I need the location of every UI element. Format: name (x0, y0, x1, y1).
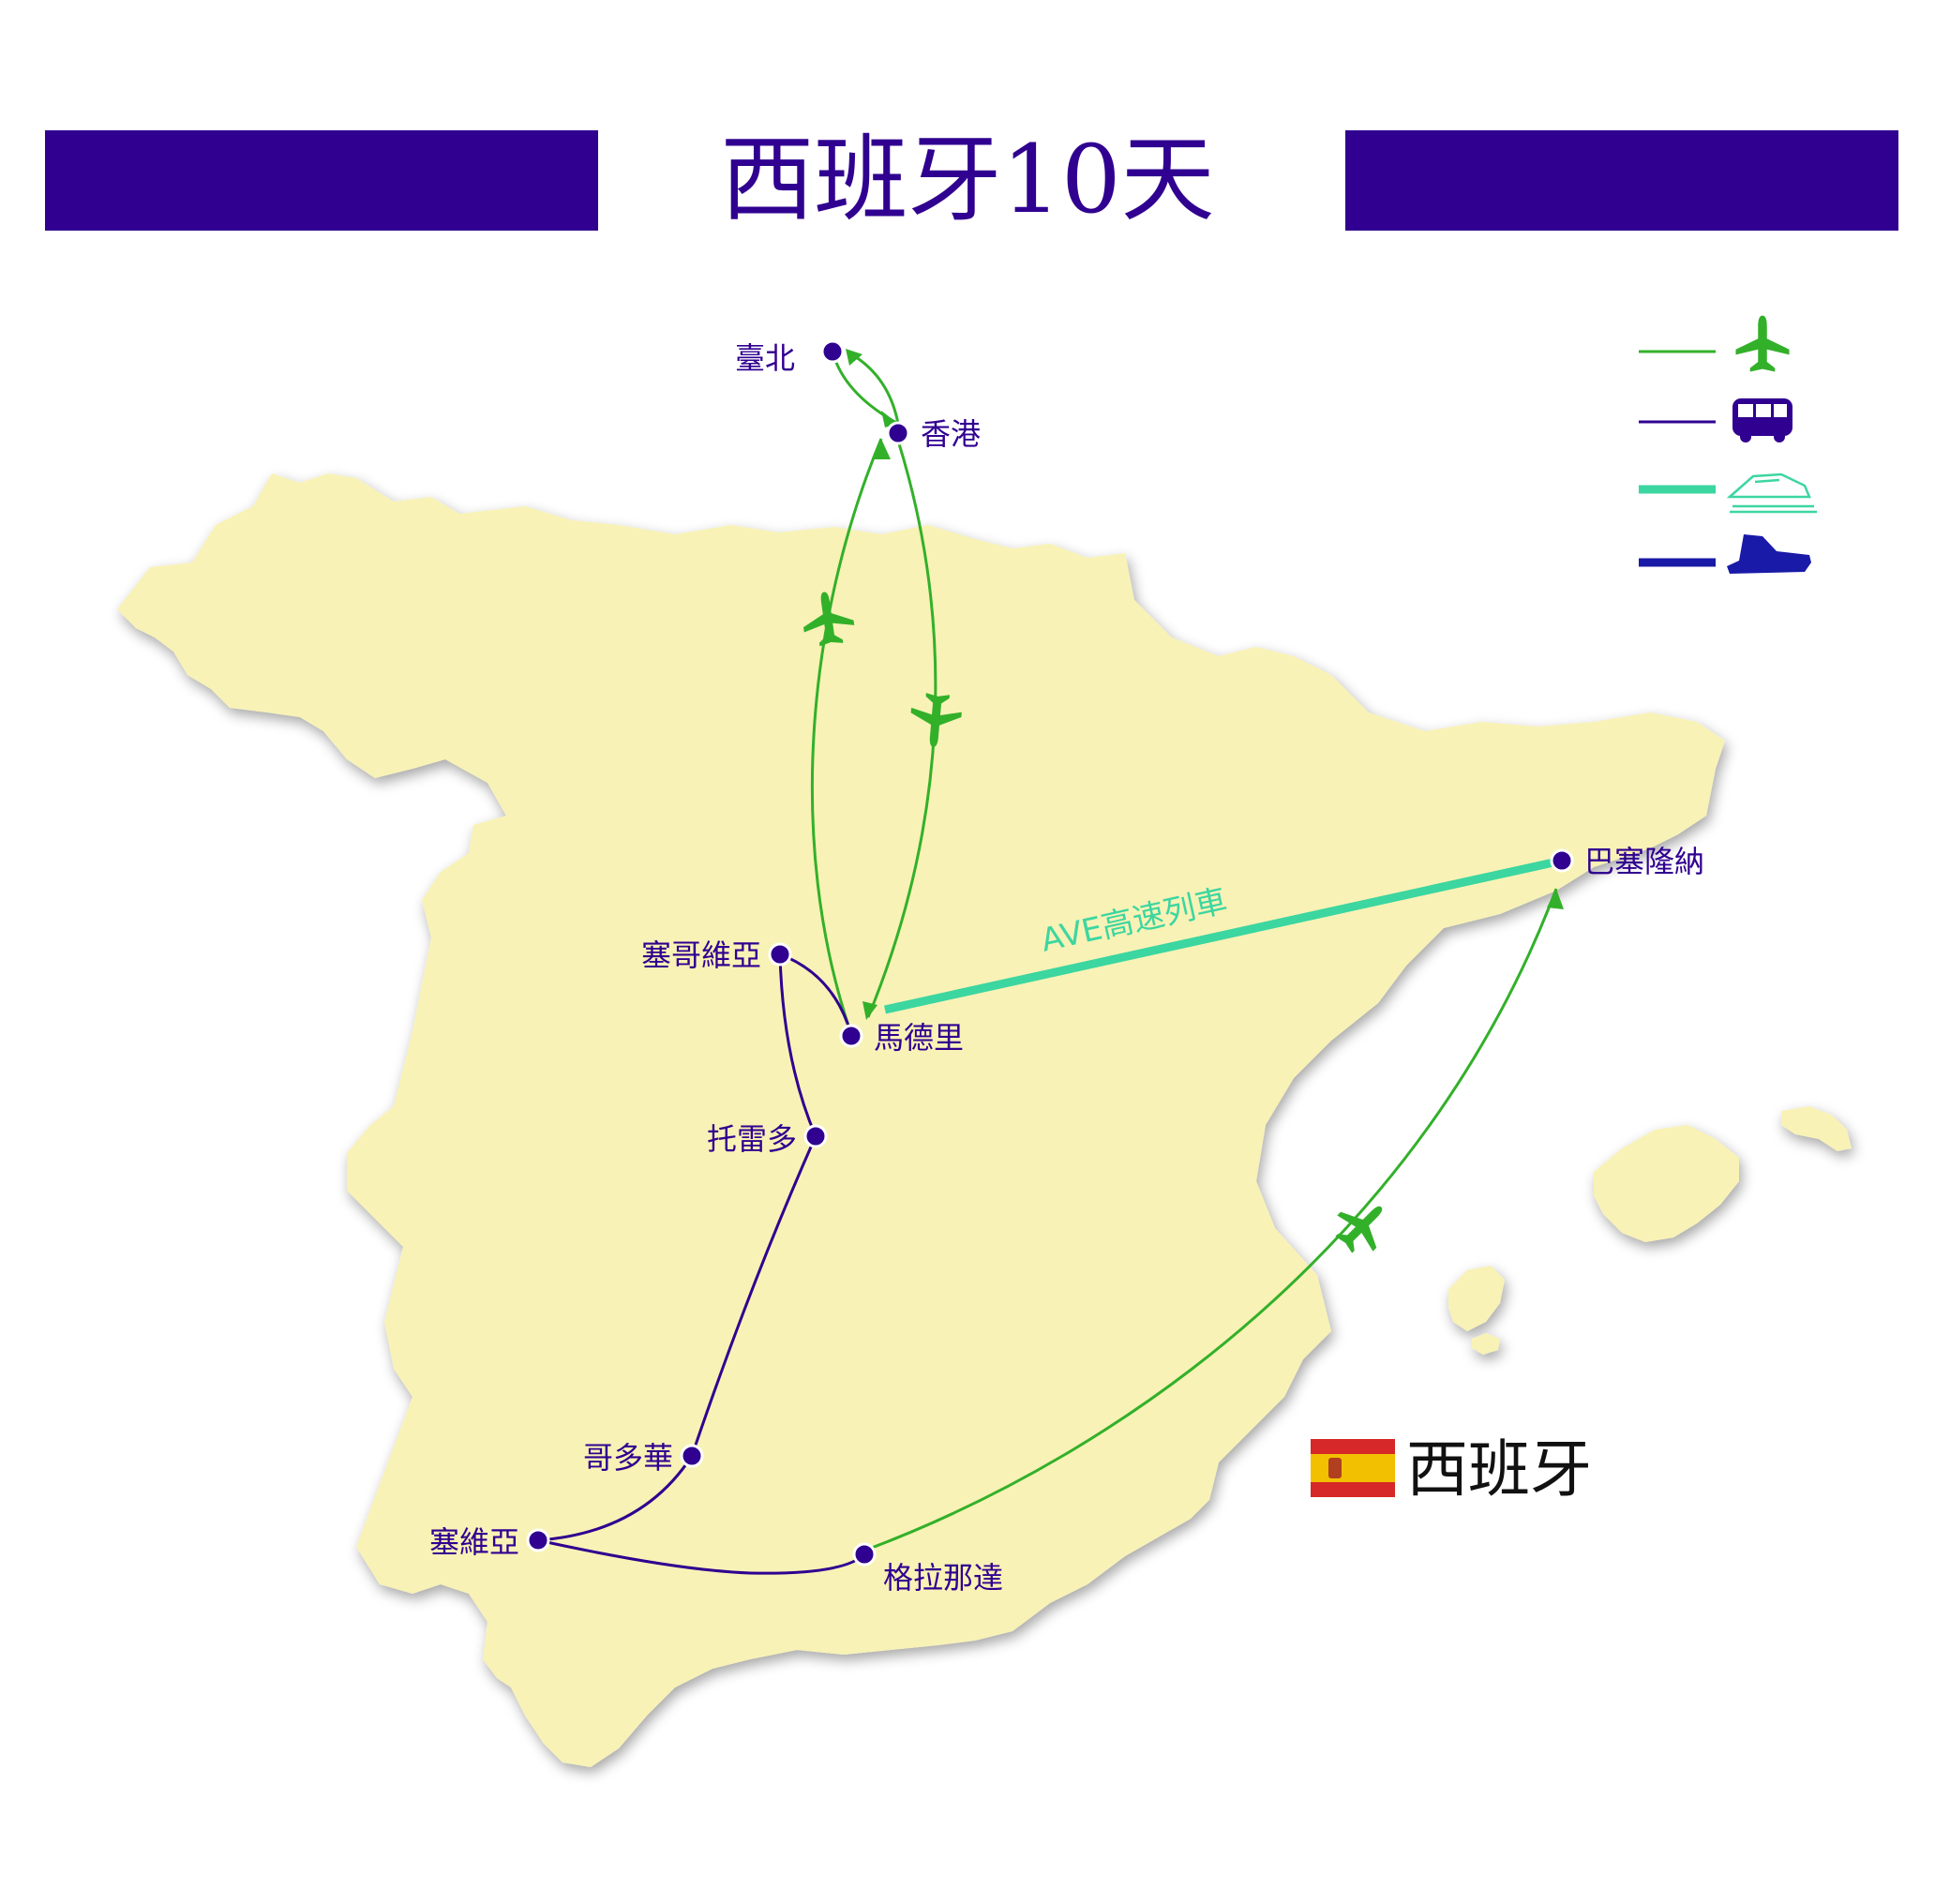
airplane-icon (1326, 1189, 1400, 1263)
ibiza (1448, 1266, 1505, 1331)
arrowhead-icon (846, 349, 862, 366)
country-badge: 西班牙 (1311, 1433, 1592, 1506)
bus-route-segovia-toledo (778, 953, 818, 1137)
city-marker-barcelona: 巴塞隆納 (1550, 844, 1704, 879)
legend-item-flight (1639, 315, 1790, 372)
arrowhead-icon (1547, 889, 1564, 909)
bus-route-toledo-cordoba (690, 1135, 818, 1457)
menorca (1781, 1106, 1852, 1151)
bus-icon (1732, 398, 1792, 442)
header-bar-left (45, 130, 598, 231)
bus-route-sevilla-granada (537, 1538, 866, 1575)
legend-item-ferry (1639, 534, 1811, 574)
flight-route-madrid-hongkong (810, 438, 883, 1029)
arrowhead-icon (862, 1001, 878, 1020)
train-route-barcelona-madrid (884, 856, 1563, 1014)
legend (1639, 315, 1817, 574)
city-label-sevilla: 塞維亞 (429, 1524, 519, 1560)
cities: 臺北 香港 馬德里 塞哥維亞 托雷多 哥多華 塞維亞 格拉那達 (429, 339, 1704, 1596)
page-title: 西班牙10天 (720, 125, 1215, 234)
spain-flag-icon (1311, 1439, 1395, 1497)
flight-route-granada-barcelona (863, 888, 1558, 1552)
city-marker-cordoba: 哥多華 (583, 1440, 704, 1476)
iberian-peninsula (117, 473, 1725, 1767)
legend-item-train (1639, 472, 1817, 514)
high-speed-train-icon (1726, 472, 1817, 514)
routes: AVE高速列車 (537, 349, 1564, 1575)
city-label-toledo: 托雷多 (707, 1121, 797, 1157)
city-marker-taipei: 臺北 (735, 339, 845, 376)
city-marker-segovia: 塞哥維亞 (641, 937, 792, 973)
country-label: 西班牙 (1406, 1433, 1592, 1506)
bus-route-cordoba-sevilla (537, 1455, 694, 1542)
land-area (117, 473, 1852, 1767)
city-label-madrid: 馬德里 (874, 1020, 964, 1056)
arrowhead-icon (874, 439, 891, 459)
city-marker-toledo: 托雷多 (707, 1121, 828, 1157)
ship-icon (1727, 534, 1811, 574)
airplane-icon (1735, 315, 1790, 372)
city-label-hongkong: 香港 (921, 416, 981, 452)
city-marker-hongkong: 香港 (886, 416, 981, 452)
legend-item-bus (1639, 398, 1792, 442)
city-marker-granada: 格拉那達 (852, 1542, 1003, 1596)
city-label-segovia: 塞哥維亞 (641, 937, 761, 973)
city-label-granada: 格拉那達 (883, 1560, 1003, 1596)
city-marker-madrid: 馬德里 (839, 1020, 964, 1056)
city-label-barcelona: 巴塞隆納 (1584, 844, 1704, 879)
mallorca (1594, 1125, 1739, 1242)
flight-route-hongkong-taipei (848, 351, 900, 425)
bus-route-madrid-segovia (779, 952, 853, 1036)
city-label-cordoba: 哥多華 (583, 1440, 673, 1476)
formentera (1472, 1333, 1500, 1355)
city-marker-sevilla: 塞維亞 (429, 1524, 550, 1560)
city-label-taipei: 臺北 (735, 340, 795, 376)
header-bar-right (1345, 130, 1898, 231)
